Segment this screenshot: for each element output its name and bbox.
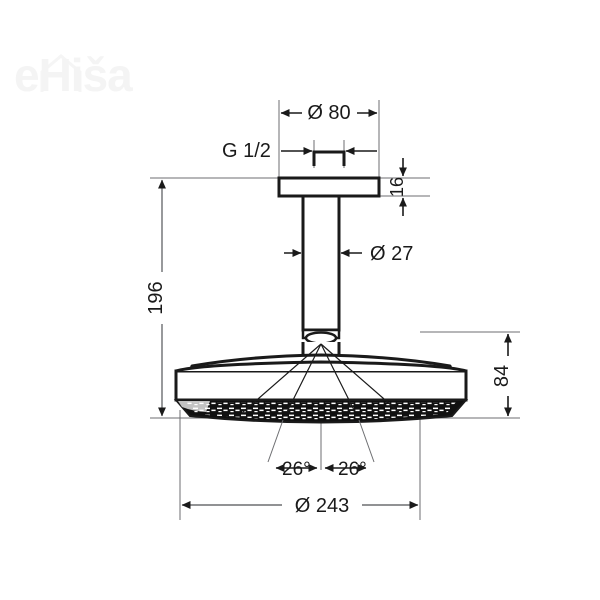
dimension-dia-80: Ø 80: [280, 102, 378, 124]
dim-label-g12: G 1/2: [222, 140, 271, 162]
spray-face-highlight: [178, 401, 210, 412]
thread-nipple: [312, 150, 346, 166]
shower-head-crown: [175, 360, 467, 373]
dimension-angle-left: 26°: [275, 459, 318, 480]
dim-label-84: 84: [491, 365, 513, 387]
connector-tube: [301, 194, 341, 332]
nozzle-pattern: [186, 402, 456, 420]
dimension-h-16: 16: [387, 158, 407, 216]
dim-label-196: 196: [145, 281, 167, 314]
dimension-angle-right: 26°: [324, 459, 367, 480]
dimension-dia-243: Ø 243: [181, 495, 419, 517]
dim-label-26-right: 26°: [338, 459, 367, 480]
dim-label-dia-80: Ø 80: [307, 102, 350, 124]
ball-joint: [304, 331, 338, 345]
dimension-h-196: 196: [145, 179, 174, 417]
dimension-thread-g12: G 1/2: [222, 140, 377, 162]
shower-head-rim: [174, 369, 468, 402]
house-icon: [40, 54, 82, 92]
dim-label-dia-243: Ø 243: [295, 495, 349, 517]
dim-label-dia-27: Ø 27: [370, 243, 413, 265]
ceiling-flange-plate: [277, 176, 381, 198]
dimension-dia-27: Ø 27: [284, 243, 413, 265]
spray-angle-extensions: [267, 419, 375, 463]
dim-label-26-left: 26°: [282, 459, 311, 480]
spray-angle-rays: [242, 343, 400, 413]
dim-label-16: 16: [387, 177, 407, 197]
dimension-h-84: 84: [491, 333, 520, 417]
product-outline: [173, 150, 469, 463]
watermark-text: eHiša: [14, 49, 133, 101]
